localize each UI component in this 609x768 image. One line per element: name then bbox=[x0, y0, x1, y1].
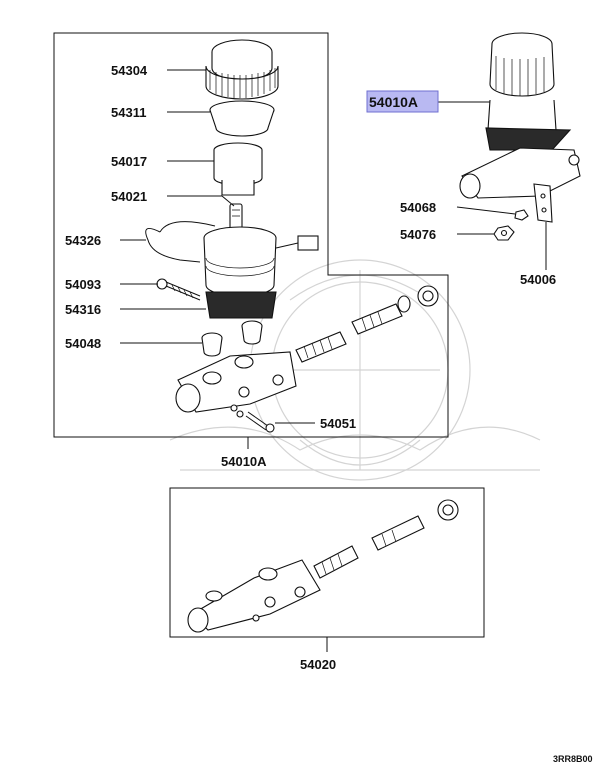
label-54093[interactable]: 54093 bbox=[65, 277, 101, 292]
part-lower-seal[interactable] bbox=[437, 499, 459, 521]
part-assembly-right[interactable] bbox=[459, 32, 581, 199]
part-secondary-piston[interactable] bbox=[351, 295, 411, 335]
label-54326[interactable]: 54326 bbox=[65, 233, 101, 248]
part-grommets[interactable] bbox=[201, 320, 263, 357]
part-bolt[interactable] bbox=[156, 278, 201, 301]
label-54017[interactable]: 54017 bbox=[111, 154, 147, 169]
selected-part-callout[interactable]: 54010A bbox=[366, 90, 439, 113]
label-54006[interactable]: 54006 bbox=[520, 272, 556, 287]
label-54304[interactable]: 54304 bbox=[111, 63, 148, 78]
label-54021[interactable]: 54021 bbox=[111, 189, 147, 204]
part-nut-small[interactable] bbox=[514, 209, 529, 221]
label-54051[interactable]: 54051 bbox=[320, 416, 356, 431]
part-master-cylinder-lower[interactable] bbox=[187, 559, 321, 633]
part-lower-secondary-piston[interactable] bbox=[371, 515, 425, 551]
label-54048[interactable]: 54048 bbox=[65, 336, 101, 351]
part-lower-primary-piston[interactable] bbox=[313, 545, 359, 579]
label-54020[interactable]: 54020 bbox=[300, 657, 336, 672]
part-bracket[interactable] bbox=[533, 183, 553, 223]
label-54311[interactable]: 54311 bbox=[111, 105, 146, 120]
part-reservoir-body[interactable] bbox=[203, 226, 277, 319]
part-strainer[interactable] bbox=[209, 100, 275, 137]
part-seal-washers[interactable] bbox=[230, 404, 244, 418]
lower-assembly-box bbox=[169, 487, 485, 638]
label-54010a-assembly[interactable]: 54010A bbox=[221, 454, 267, 469]
label-54316[interactable]: 54316 bbox=[65, 302, 101, 317]
part-primary-piston[interactable] bbox=[295, 331, 347, 363]
figure-code: 3RR8B00 bbox=[553, 754, 593, 764]
part-reservoir-upper[interactable] bbox=[213, 142, 263, 196]
part-nut-large[interactable] bbox=[493, 225, 515, 241]
label-54076[interactable]: 54076 bbox=[400, 227, 436, 242]
part-master-cylinder-body[interactable] bbox=[175, 351, 297, 413]
label-54068[interactable]: 54068 bbox=[400, 200, 436, 215]
leader-lines bbox=[120, 69, 547, 652]
assembly-boundary-box bbox=[53, 32, 449, 438]
part-level-sensor-wire[interactable] bbox=[145, 221, 319, 263]
selected-part-label: 54010A bbox=[369, 94, 418, 110]
part-reservoir-cap[interactable] bbox=[205, 39, 279, 100]
part-float[interactable] bbox=[229, 203, 243, 231]
part-cylinder-seal[interactable] bbox=[417, 285, 439, 307]
part-screw[interactable] bbox=[245, 411, 275, 433]
